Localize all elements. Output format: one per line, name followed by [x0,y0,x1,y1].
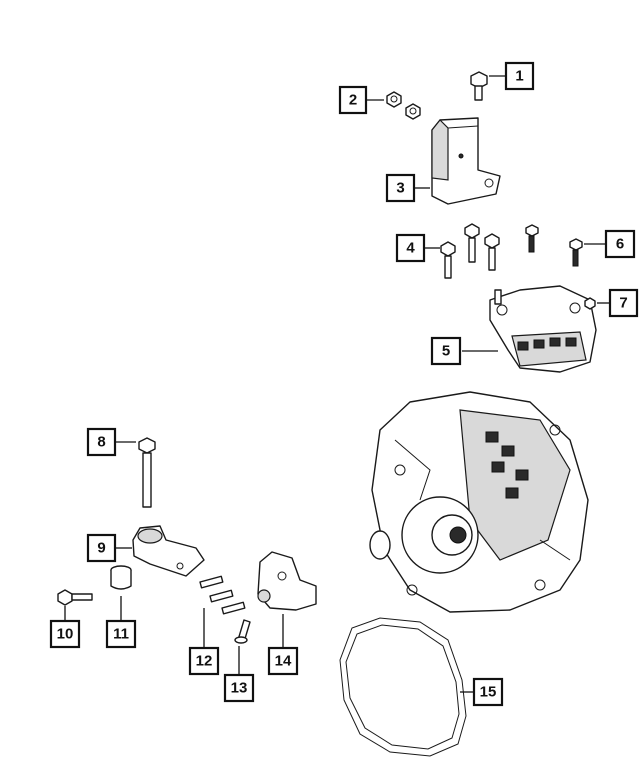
callout-3-label: 3 [396,180,404,197]
part-4-bolts [424,223,500,279]
callout-12: 12 [188,646,220,676]
callout-7-label: 7 [619,295,627,312]
callout-1-label: 1 [515,68,523,85]
callout-10-label: 10 [57,626,74,643]
part-14-mount [257,551,317,648]
part-6-bolts [525,224,606,267]
callout-13: 13 [223,673,255,703]
part-1-bolt [470,71,506,101]
callout-12-label: 12 [196,653,213,670]
part-13-bolt [234,619,251,674]
transmission-case [369,391,589,613]
callout-8-label: 8 [97,434,105,451]
callout-2-label: 2 [349,92,357,109]
part-11-bushing [110,565,132,620]
callout-14: 14 [267,646,299,676]
callout-9: 9 [86,533,117,563]
part-10-bolt [57,589,93,620]
callout-11: 11 [105,619,137,649]
callout-14-label: 14 [275,653,292,670]
callout-11-label: 11 [113,626,129,643]
callout-15: 15 [472,677,504,707]
callout-6-label: 6 [616,236,624,253]
callout-3: 3 [385,173,416,203]
callout-8: 8 [86,427,117,457]
callout-4: 4 [395,233,426,263]
callout-2: 2 [338,85,368,115]
part-8-long-bolt [116,437,156,508]
part-12-bolts [199,575,246,648]
callout-10: 10 [49,619,81,649]
part-2-nuts [366,91,421,120]
callout-4-label: 4 [406,240,415,257]
part-15-gasket [339,617,474,757]
part-3-bracket [414,117,501,205]
callout-9-label: 9 [97,540,105,557]
callout-6: 6 [604,229,636,259]
part-9-mount [116,525,205,577]
callout-13-label: 13 [231,680,248,697]
callout-7: 7 [608,288,639,318]
callout-5: 5 [430,336,462,366]
callout-15-label: 15 [480,684,497,701]
part-7-screw [584,297,610,310]
part-5-assembly [462,285,597,373]
callout-1: 1 [504,61,535,91]
callout-5-label: 5 [442,343,450,360]
